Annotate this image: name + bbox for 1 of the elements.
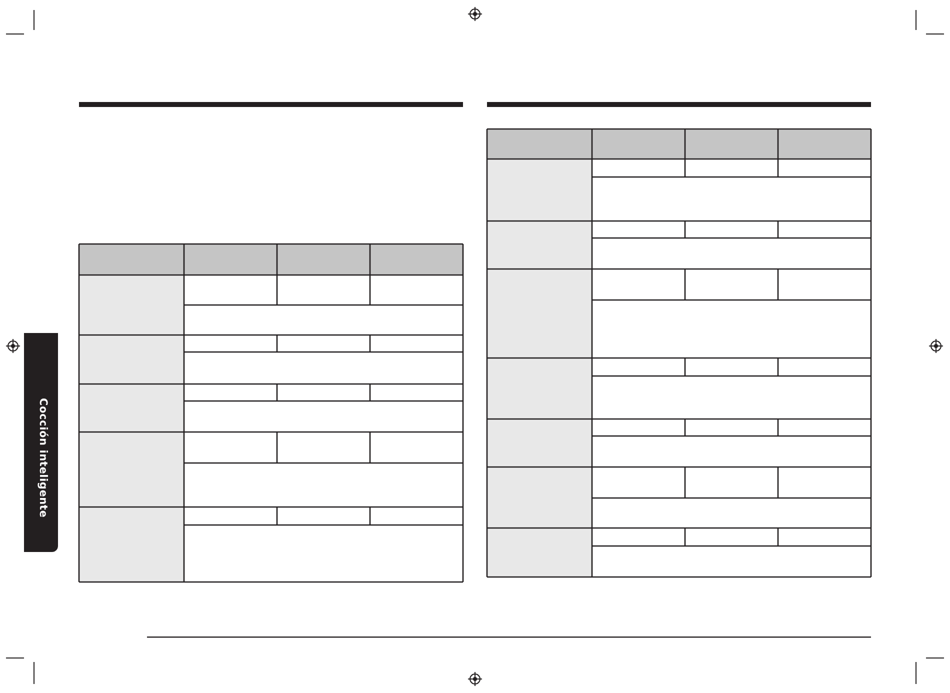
section-tab-label: Cocción inteligente <box>37 398 49 518</box>
